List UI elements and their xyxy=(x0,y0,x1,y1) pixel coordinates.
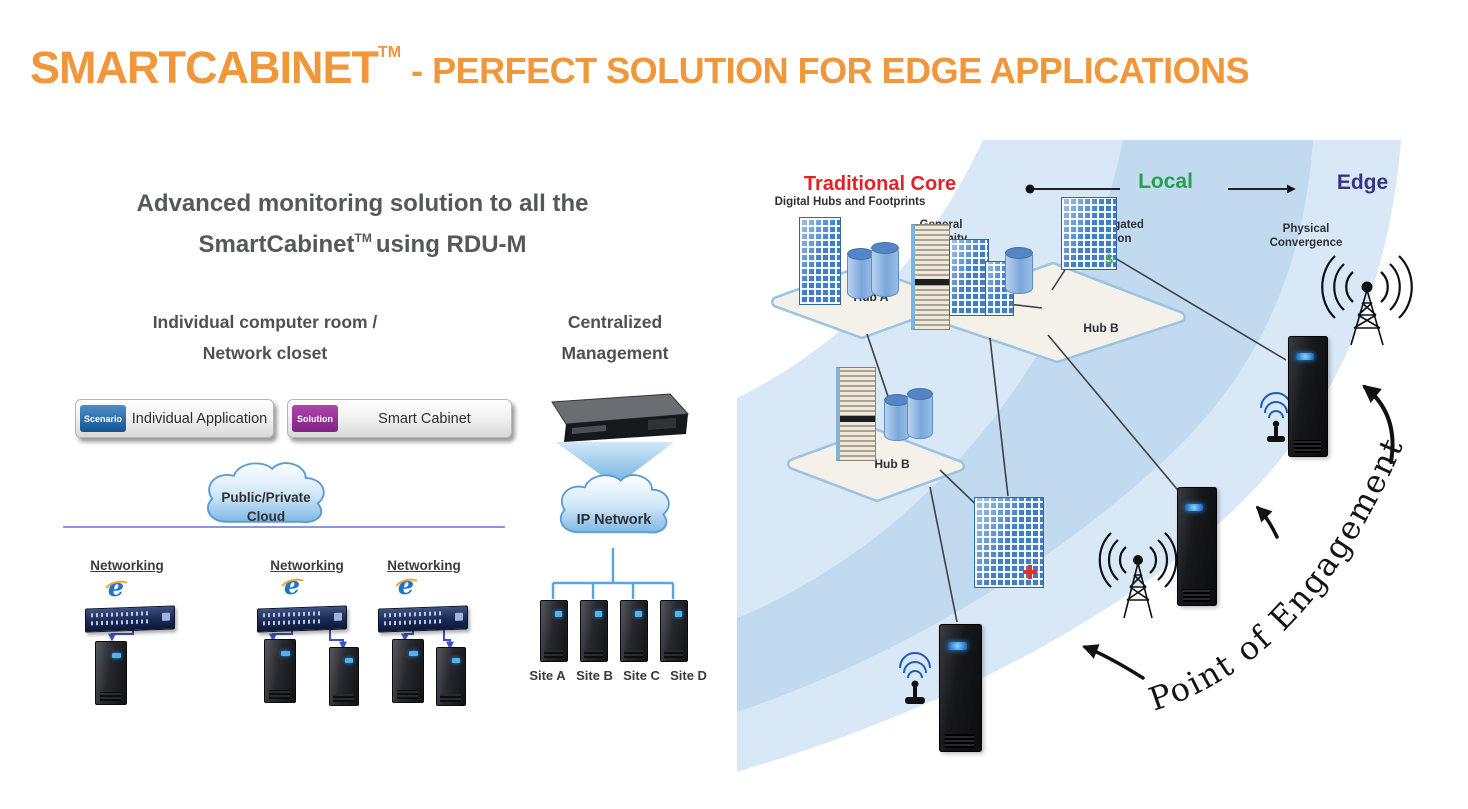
physical-convergence-label: Physical Convergence xyxy=(1258,223,1354,251)
zone-traditional-core: Traditional Core xyxy=(803,173,957,195)
solution-label: Smart Cabinet xyxy=(378,410,471,427)
public-private-cloud-icon xyxy=(207,462,325,524)
datacenter-tower-icon xyxy=(911,224,950,330)
physical-convergence-line1: Physical xyxy=(1282,223,1330,235)
site-labels: Site A Site B Site C Site D xyxy=(524,668,712,683)
network-switch-3 xyxy=(378,605,468,633)
network-switch-1 xyxy=(85,605,175,633)
solution-button: Solution Smart Cabinet xyxy=(287,399,512,438)
left-heading-brand: SmartCabinet xyxy=(198,231,355,258)
antenna-tower-icon-middle xyxy=(1098,532,1178,619)
cloud-line1: Public/Private xyxy=(221,490,311,505)
solution-badge: Solution xyxy=(292,405,338,432)
smart-cabinet-rack xyxy=(264,639,296,703)
data-cylinder-icon xyxy=(907,388,933,439)
zone-local: Local xyxy=(1138,170,1193,193)
internet-explorer-icon-3 xyxy=(394,571,420,600)
switch-led xyxy=(333,612,342,621)
engagement-arrows xyxy=(1082,384,1395,680)
smart-cabinet-rack xyxy=(436,647,466,706)
data-cylinder-icon xyxy=(871,242,899,297)
datacenter-tower-icon xyxy=(836,367,876,461)
col1-line1: Individual computer room / xyxy=(152,312,378,332)
network-switch-2 xyxy=(257,605,347,633)
title-rest: - PERFECT SOLUTION FOR EDGE APPLICATIONS xyxy=(411,50,1250,91)
left-heading-rest: using RDU-M xyxy=(375,231,527,258)
internet-explorer-icon-2 xyxy=(280,571,306,600)
downlink-funnel xyxy=(556,442,674,486)
zone-edge: Edge xyxy=(1336,171,1389,194)
edge-rack-top xyxy=(1288,336,1328,457)
data-cylinder-icon xyxy=(1005,247,1033,294)
title-trademark: TM xyxy=(377,44,402,61)
site-d-label: Site D xyxy=(670,668,707,683)
wifi-device-icon-bottom xyxy=(899,652,931,704)
site-rack-a xyxy=(540,600,568,662)
internet-explorer-icon-1 xyxy=(104,573,130,602)
convergence-building-icon: $ xyxy=(1061,197,1117,270)
dollar-sign: $ xyxy=(1105,251,1113,267)
cloud-line2: Cloud xyxy=(246,509,286,524)
switch-led xyxy=(161,612,170,621)
smart-cabinet-rack xyxy=(329,647,359,706)
physical-convergence-line2: Convergence xyxy=(1269,236,1343,249)
digital-hubs-label: Digital Hubs and Footprints xyxy=(774,196,926,208)
site-b-label: Site B xyxy=(576,668,613,683)
smart-cabinet-rack xyxy=(95,641,127,705)
site-a-label: Site A xyxy=(529,668,566,683)
edge-rack-middle xyxy=(1177,487,1217,606)
hub-b-lower-platform xyxy=(787,428,965,502)
ip-network-lines xyxy=(551,548,675,599)
left-heading: Advanced monitoring solution to all the … xyxy=(90,186,635,262)
site-c-label: Site C xyxy=(623,668,660,683)
switch-led xyxy=(454,612,463,621)
left-heading-trademark: TM xyxy=(354,231,372,245)
scenario-badge: Scenario xyxy=(80,405,126,432)
public-private-cloud-label: Public/Private Cloud xyxy=(205,488,327,526)
scenario-button: Scenario Individual Application xyxy=(75,399,274,438)
col2-line1: Centralized xyxy=(567,312,663,332)
edge-rack-bottom xyxy=(939,624,982,752)
column-title-centralized-management: Centralized Management xyxy=(535,307,695,369)
data-cylinder-icon xyxy=(847,248,874,299)
col2-line2: Management xyxy=(561,343,669,363)
title-brand: SMARTCABINET xyxy=(30,42,379,93)
zone-axis xyxy=(1025,184,1296,194)
ip-network-label: IP Network xyxy=(576,512,652,528)
hospital-building-icon xyxy=(974,497,1044,588)
management-server xyxy=(551,393,690,442)
site-rack-b xyxy=(580,600,608,662)
site-rack-c xyxy=(620,600,648,662)
office-building-icon xyxy=(949,239,989,316)
site-rack-d xyxy=(660,600,688,662)
smart-cabinet-rack xyxy=(392,639,424,703)
networking-label-2: Networking xyxy=(270,558,344,573)
column-title-individual-room: Individual computer room / Network close… xyxy=(100,307,430,369)
page-title: SMARTCABINETTM - PERFECT SOLUTION FOR EDG… xyxy=(30,42,1250,94)
data-cylinder-icon xyxy=(884,394,910,441)
left-heading-line1: Advanced monitoring solution to all the xyxy=(136,190,589,217)
office-building-icon xyxy=(799,217,841,305)
antenna-tower-icon-top-right xyxy=(1321,255,1413,346)
networking-label-3: Networking xyxy=(387,558,461,573)
medical-cross-icon xyxy=(1023,565,1037,579)
scenario-label: Individual Application xyxy=(131,410,268,427)
networking-label-1: Networking xyxy=(90,558,164,573)
hub-b-center-label: Hub B xyxy=(1083,321,1119,335)
hub-b-lower-label: Hub B xyxy=(874,457,910,471)
col1-line2: Network closet xyxy=(202,343,328,363)
ip-network-cloud-icon xyxy=(559,474,670,534)
